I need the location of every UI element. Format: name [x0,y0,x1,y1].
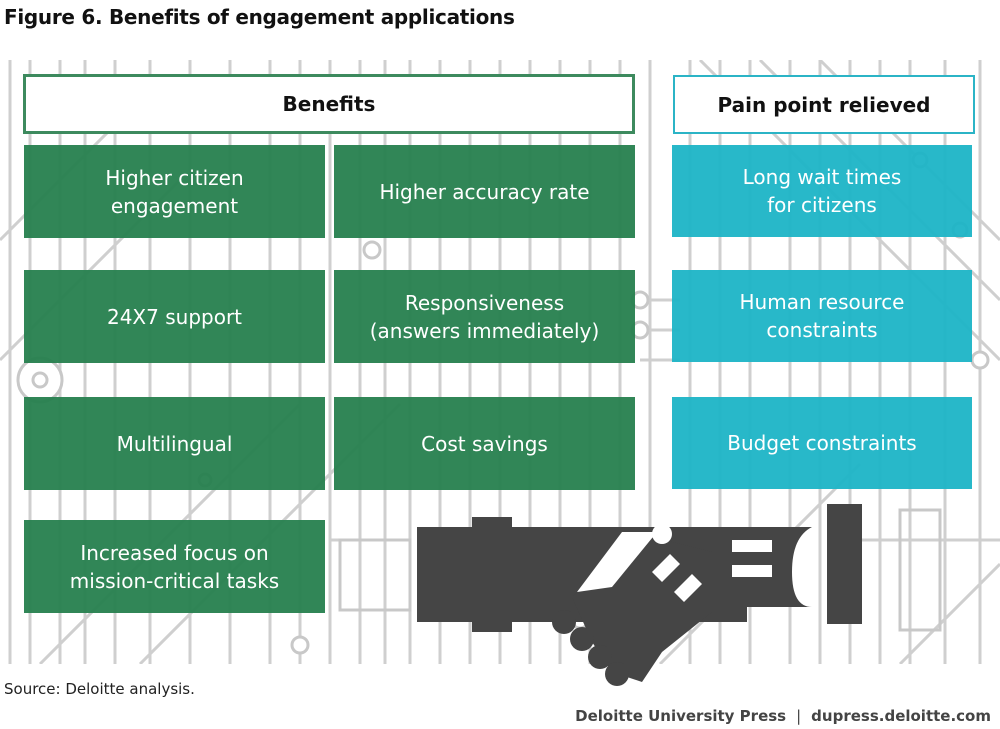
benefit-box: Responsiveness (answers immediately) [334,270,635,363]
benefit-box: Higher citizen engagement [24,145,325,238]
publisher-name: Deloitte University Press [575,707,787,725]
benefit-box: 24X7 support [24,270,325,363]
credit-separator: | [796,707,802,725]
figure-title: Figure 6. Benefits of engagement applica… [4,5,515,29]
pain-points-header: Pain point relieved [673,75,975,134]
pain-point-box: Long wait times for citizens [672,145,972,237]
publisher-website[interactable]: dupress.deloitte.com [811,707,991,725]
pain-point-box: Human resource constraints [672,270,972,362]
publisher-credit: Deloitte University Press | dupress.deloit… [575,707,991,725]
benefit-box: Cost savings [334,397,635,490]
benefit-box: Higher accuracy rate [334,145,635,238]
handshake-icon [417,504,862,686]
source-note: Source: Deloitte analysis. [4,680,195,698]
benefits-header: Benefits [23,74,635,134]
benefit-box: Multilingual [24,397,325,490]
benefit-box: Increased focus on mission-critical task… [24,520,325,613]
pain-point-box: Budget constraints [672,397,972,489]
